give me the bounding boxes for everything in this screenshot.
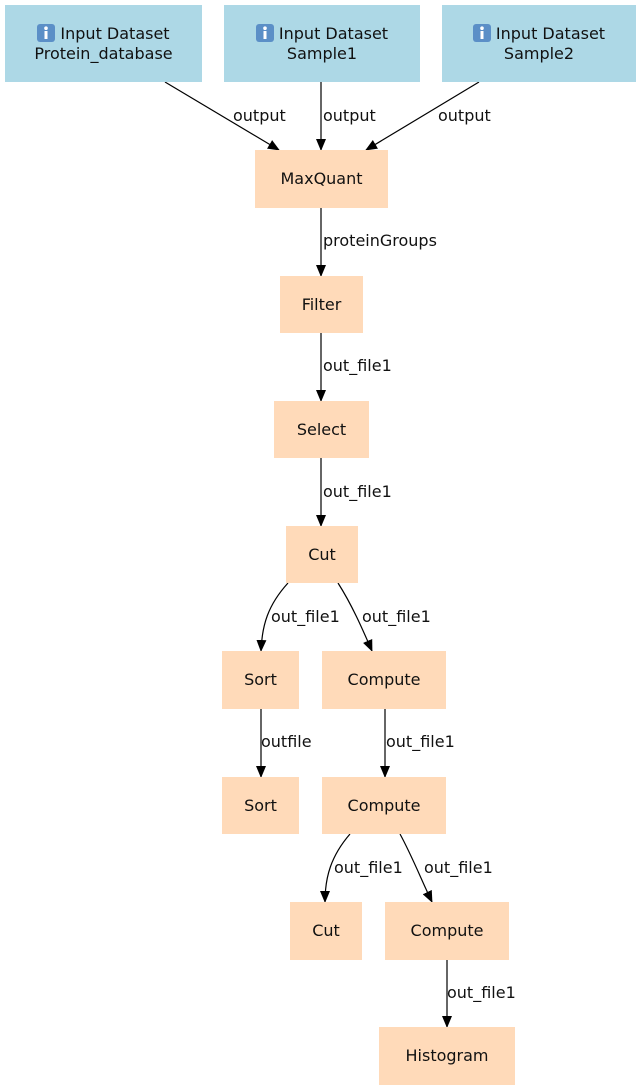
edge-label: out_file1 <box>424 858 493 878</box>
node-label: Cut <box>312 921 340 940</box>
edge-arrow-compute2-to-cut2 <box>320 833 351 903</box>
edge-arrow-sample2-to-maxquant <box>365 81 480 151</box>
node-label: Compute <box>410 921 484 940</box>
edge-arrow-cut1-to-compute1 <box>337 582 373 652</box>
edge-label: out_file1 <box>334 858 403 878</box>
edge-label: out_file1 <box>386 732 455 752</box>
tool-sort-node[interactable]: Sort <box>222 651 299 709</box>
info-icon <box>472 23 491 42</box>
tool-select-node[interactable]: Select <box>274 401 369 458</box>
tool-compute-node[interactable]: Compute <box>322 651 446 709</box>
node-label: Compute <box>347 795 421 815</box>
info-icon <box>37 23 56 42</box>
node-title: Input Dataset <box>278 23 389 43</box>
input-dataset-sample2-node[interactable]: Input Dataset Sample2 <box>442 5 636 82</box>
node-label: Sort <box>244 670 277 689</box>
input-dataset-sample1-node[interactable]: Input Dataset Sample1 <box>224 5 420 82</box>
edge-label: proteinGroups <box>323 231 437 250</box>
edge-label: outfile <box>261 732 312 751</box>
node-label: MaxQuant <box>280 169 363 188</box>
node-dataset-name: Protein_database <box>34 43 173 63</box>
tool-maxquant-node[interactable]: MaxQuant <box>255 150 388 208</box>
edge-arrow-cut1-to-sort1 <box>256 582 289 652</box>
tool-filter-node[interactable]: Filter <box>280 276 363 333</box>
node-label: Filter <box>301 294 342 314</box>
edge-arrow-compute2-to-compute3 <box>399 833 433 903</box>
input-dataset-protein-database-node[interactable]: Input Dataset Protein_database <box>5 5 202 82</box>
edge-label: out_file1 <box>323 482 392 502</box>
edge-label: out_file1 <box>271 607 340 627</box>
node-label: Compute <box>347 670 421 689</box>
info-icon <box>255 23 274 42</box>
tool-cut-node[interactable]: Cut <box>286 526 358 583</box>
tool-compute-node[interactable]: Compute <box>385 902 509 960</box>
edge-label: output <box>323 106 376 125</box>
node-label: Select <box>296 419 347 439</box>
node-title: Input Dataset <box>60 23 170 43</box>
tool-cut-node[interactable]: Cut <box>290 902 362 960</box>
edge-label: out_file1 <box>447 983 516 1003</box>
tool-compute-node[interactable]: Compute <box>322 777 446 834</box>
node-title: Input Dataset <box>495 23 606 43</box>
edge-label: output <box>438 106 491 125</box>
node-label: Sort <box>244 795 277 815</box>
node-label: Histogram <box>405 1046 489 1065</box>
edge-label: out_file1 <box>362 607 431 627</box>
node-dataset-name: Sample2 <box>503 43 575 63</box>
edge-arrow-protein_database-to-maxquant <box>164 81 280 151</box>
node-dataset-name: Sample1 <box>286 43 358 63</box>
edge-label: output <box>233 106 286 125</box>
node-label: Cut <box>308 544 336 564</box>
tool-sort-node[interactable]: Sort <box>222 777 299 834</box>
tool-histogram-node[interactable]: Histogram <box>379 1027 515 1085</box>
edge-label: out_file1 <box>323 356 392 376</box>
